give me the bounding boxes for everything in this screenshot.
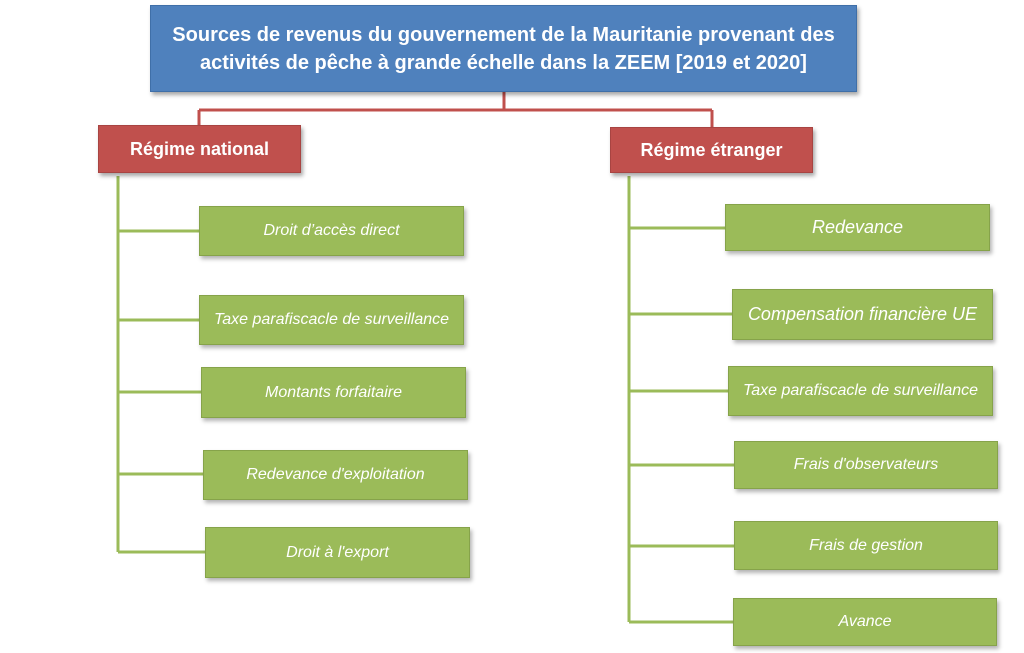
etranger-item: Redevance [725, 204, 990, 251]
etranger-connector [627, 176, 734, 624]
etranger-item: Compensation financière UE [732, 289, 993, 340]
national-item: Redevance d'exploitation [203, 450, 468, 500]
national-item: Taxe parafiscacle de surveillance [199, 295, 464, 345]
etranger-item: Frais d'observateurs [734, 441, 998, 489]
national-item: Montants forfaitaire [201, 367, 466, 418]
national-item: Droit d’accès direct [199, 206, 464, 256]
top-connector [197, 92, 714, 127]
etranger-item: Taxe parafiscacle de surveillance [728, 366, 993, 416]
regime-etranger-box: Régime étranger [610, 127, 813, 173]
national-item: Droit à l'export [205, 527, 470, 578]
etranger-item: Avance [733, 598, 997, 646]
etranger-item: Frais de gestion [734, 521, 998, 570]
national-connector [116, 176, 205, 554]
regime-national-box: Régime national [98, 125, 301, 173]
diagram-title: Sources de revenus du gouvernement de la… [150, 5, 857, 92]
